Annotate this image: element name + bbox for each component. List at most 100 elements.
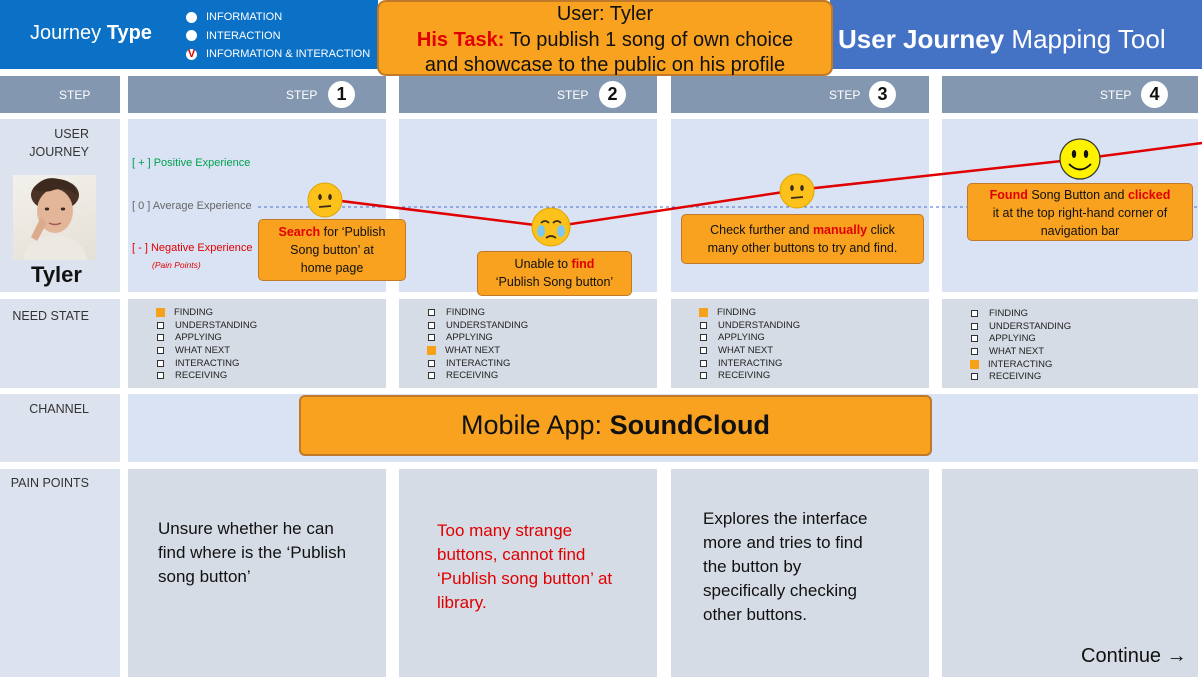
channel-label: CHANNEL xyxy=(29,402,89,416)
checkbox-icon xyxy=(157,359,164,367)
checkbox-icon xyxy=(971,335,978,343)
step-row-label-cell: STEP xyxy=(0,76,120,113)
checkbox-icon xyxy=(157,346,164,354)
need-item-interacting[interactable]: INTERACTING xyxy=(157,357,257,370)
need-item-understanding[interactable]: UNDERSTANDING xyxy=(157,319,257,332)
need-item-receiving[interactable]: RECEIVING xyxy=(428,369,528,382)
step-number-3: 3 xyxy=(869,81,896,108)
need-item-finding[interactable]: FINDING xyxy=(699,306,800,319)
need-state-cell-1 xyxy=(128,299,386,388)
legend-item-interaction[interactable]: INTERACTION xyxy=(186,27,370,46)
check-mark-icon: V xyxy=(186,47,197,60)
pain-point-text-2: Too many strange buttons, cannot find ‘P… xyxy=(437,521,613,612)
need-item-finding[interactable]: FINDING xyxy=(156,306,257,319)
checkbox-icon xyxy=(157,334,164,342)
need-item-interacting[interactable]: INTERACTING xyxy=(700,357,800,370)
checkbox-icon xyxy=(971,322,978,330)
legend-item-information[interactable]: INFORMATION xyxy=(186,8,370,27)
need-state-list-1: FINDING UNDERSTANDING APPLYING WHAT NEXT… xyxy=(156,306,257,382)
step-header-2: STEP 2 xyxy=(399,76,657,113)
need-item-finding[interactable]: FINDING xyxy=(971,307,1071,320)
need-state-list-2: FINDING UNDERSTANDING APPLYING WHAT NEXT… xyxy=(427,306,528,382)
need-item-interacting[interactable]: INTERACTING xyxy=(428,357,528,370)
callout-step-1: Search for ‘Publish Song button’ at home… xyxy=(258,219,406,281)
step-number-1: 1 xyxy=(328,81,355,108)
sad-face-icon xyxy=(531,207,571,247)
need-item-what-next[interactable]: WHAT NEXT xyxy=(700,344,800,357)
user-name: Tyler xyxy=(31,262,82,287)
checkbox-icon xyxy=(428,308,435,316)
callout-step-2: Unable to find ‘Publish Song button’ xyxy=(477,251,632,296)
checkbox-icon xyxy=(428,359,435,367)
checkbox-checked-icon xyxy=(699,307,708,317)
need-item-applying[interactable]: APPLYING xyxy=(700,331,800,344)
need-state-list-3: FINDING UNDERSTANDING APPLYING WHAT NEXT… xyxy=(699,306,800,382)
checkbox-icon xyxy=(700,359,707,367)
checkbox-icon xyxy=(700,334,707,342)
pain-point-cell-1 xyxy=(128,469,386,677)
need-state-list-4: FINDING UNDERSTANDING APPLYING WHAT NEXT… xyxy=(970,307,1071,383)
pain-points-label-cell xyxy=(0,469,120,677)
step-number-4: 4 xyxy=(1141,81,1168,108)
pain-points-label: PAIN POINTS xyxy=(10,476,89,490)
checkbox-icon xyxy=(971,373,978,381)
callout-step-3: Check further and manually click many ot… xyxy=(681,214,924,264)
arrow-right-icon: → xyxy=(1166,645,1187,667)
callout-step-4: Found Song Button and clicked it at the … xyxy=(967,183,1193,241)
need-item-understanding[interactable]: UNDERSTANDING xyxy=(428,319,528,332)
channel-box: Mobile App: SoundCloud xyxy=(299,395,932,456)
person-photo-icon xyxy=(23,178,87,260)
pain-point-cell-2 xyxy=(399,469,657,677)
user-avatar xyxy=(13,175,96,260)
tool-title: User Journey Mapping Tool xyxy=(838,24,1166,54)
negative-experience-label: [ - ] Negative Experience xyxy=(132,242,253,254)
neutral-face-icon xyxy=(779,173,815,209)
need-item-receiving[interactable]: RECEIVING xyxy=(971,370,1071,383)
legend-item-information-interaction[interactable]: V INFORMATION & INTERACTION xyxy=(186,47,371,61)
checkbox-icon xyxy=(700,321,707,329)
need-item-what-next[interactable]: WHAT NEXT xyxy=(157,344,257,357)
positive-experience-label: [ + ] Positive Experience xyxy=(132,157,251,169)
pain-point-text-1: Unsure whether he can find where is the … xyxy=(158,519,347,586)
need-item-understanding[interactable]: UNDERSTANDING xyxy=(700,319,800,332)
need-state-cell-4 xyxy=(942,299,1198,388)
happy-face-icon xyxy=(1059,138,1101,180)
checkbox-icon xyxy=(428,321,435,329)
task-box: User: Tyler His Task: To publish 1 song … xyxy=(377,0,833,76)
task-line-1: His Task: To publish 1 song of own choic… xyxy=(416,28,794,51)
task-line-2: and showcase to the public on his profil… xyxy=(424,54,786,76)
neutral-face-icon xyxy=(307,182,343,218)
need-item-interacting[interactable]: INTERACTING xyxy=(970,358,1071,371)
checkbox-checked-icon xyxy=(156,307,165,317)
need-item-receiving[interactable]: RECEIVING xyxy=(700,369,800,382)
need-item-receiving[interactable]: RECEIVING xyxy=(157,369,257,382)
checkbox-icon xyxy=(700,372,707,380)
need-state-cell-3 xyxy=(671,299,929,388)
checkbox-checked-icon xyxy=(427,345,436,355)
channel-label-cell xyxy=(0,394,120,462)
checkbox-icon xyxy=(428,372,435,380)
pain-point-cell-4 xyxy=(942,469,1198,677)
checkbox-icon xyxy=(157,372,164,380)
need-item-applying[interactable]: APPLYING xyxy=(971,332,1071,345)
need-item-applying[interactable]: APPLYING xyxy=(428,331,528,344)
pain-points-note: (Pain Points) xyxy=(152,260,201,270)
need-state-label-cell xyxy=(0,299,120,388)
radio-icon xyxy=(186,11,197,23)
need-item-what-next[interactable]: WHAT NEXT xyxy=(427,344,528,357)
task-user: User: Tyler xyxy=(556,3,654,25)
pain-point-text-3: Explores the interface more and tries to… xyxy=(703,509,868,624)
checkbox-checked-icon xyxy=(970,359,979,369)
need-state-cell-2 xyxy=(399,299,657,388)
need-item-applying[interactable]: APPLYING xyxy=(157,331,257,344)
radio-icon xyxy=(186,30,197,42)
need-item-what-next[interactable]: WHAT NEXT xyxy=(971,345,1071,358)
step-header-1: STEP 1 xyxy=(128,76,386,113)
continue-link[interactable]: Continue → xyxy=(1081,645,1187,667)
tool-title-panel xyxy=(830,0,1202,69)
need-item-finding[interactable]: FINDING xyxy=(428,306,528,319)
pain-point-cell-3 xyxy=(671,469,929,677)
need-item-understanding[interactable]: UNDERSTANDING xyxy=(971,320,1071,333)
step-header-4: STEP 4 xyxy=(942,76,1198,113)
checkbox-icon xyxy=(428,334,435,342)
